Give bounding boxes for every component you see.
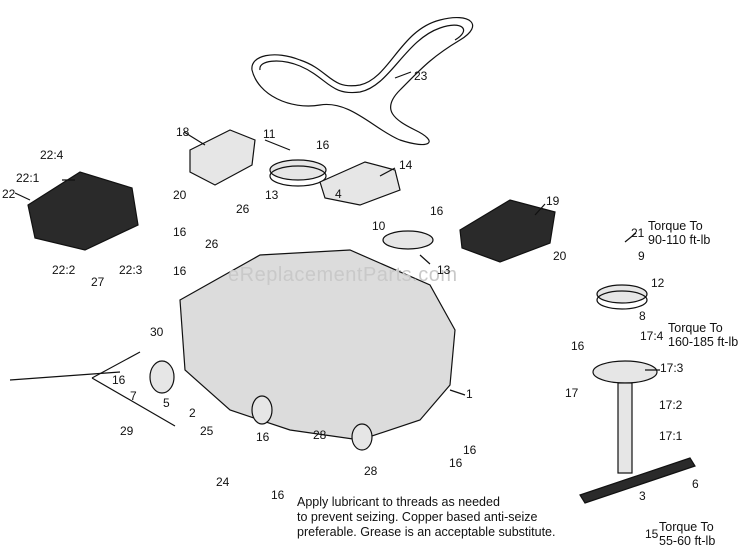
belt-cover-right-part: [459, 199, 556, 263]
callout-26: 26: [205, 237, 219, 251]
watermark-text: eReplacementParts.com: [228, 264, 458, 286]
note-line-2: to prevent seizing. Copper based anti-se…: [297, 510, 538, 524]
callout-17-1: 17:1: [659, 429, 683, 443]
callout-16: 16: [463, 443, 477, 457]
callout-17: 17: [565, 386, 579, 400]
callout-16: 16: [173, 264, 187, 278]
blade-part: [579, 457, 696, 504]
mower-deck-part: [179, 249, 456, 441]
torque-note-spindle: Torque To 160-185 ft-lb: [668, 321, 738, 349]
torque-value: 160-185 ft-lb: [668, 335, 739, 349]
callout-1: 1: [466, 387, 473, 401]
callout-25: 25: [200, 424, 214, 438]
callout-26: 26: [236, 202, 250, 216]
callout-16: 16: [112, 373, 126, 387]
callout-16: 16: [271, 488, 285, 502]
callout-16: 16: [316, 138, 330, 152]
callout-23: 23: [414, 69, 428, 83]
callout-16: 16: [256, 430, 270, 444]
callout-16: 16: [173, 225, 187, 239]
callout-19: 19: [546, 194, 560, 208]
callout-29: 29: [120, 424, 134, 438]
callout-16: 16: [571, 339, 585, 353]
callout-18: 18: [176, 125, 190, 139]
discharge-chute-part: [27, 171, 139, 251]
callout-22-4: 22:4: [40, 148, 64, 162]
callout-22: 22: [2, 187, 16, 201]
callout-20: 20: [553, 249, 567, 263]
callout-8: 8: [639, 309, 646, 323]
callout-14: 14: [399, 158, 413, 172]
callout-10: 10: [372, 219, 386, 233]
belt-part: [251, 16, 474, 146]
belt-cover-part: [189, 129, 256, 186]
torque-value: 90-110 ft-lb: [648, 233, 711, 247]
note-line-1: Apply lubricant to threads as needed: [297, 495, 500, 509]
lubricant-note: Apply lubricant to threads as needed to …: [297, 495, 555, 540]
callout-22-3: 22:3: [119, 263, 143, 277]
callout-20: 20: [173, 188, 187, 202]
callout-17-4: 17:4: [640, 329, 664, 343]
note-line-3: preferable. Grease is an acceptable subs…: [297, 525, 556, 539]
callout-9: 9: [638, 249, 645, 263]
callout-4: 4: [335, 187, 342, 201]
callout-6: 6: [692, 477, 699, 491]
callout-21: 21: [631, 226, 645, 240]
callout-2: 2: [189, 406, 196, 420]
callout-3: 3: [639, 489, 646, 503]
callout-28: 28: [364, 464, 378, 478]
torque-note-blade-bolt: Torque To 55-60 ft-lb: [659, 520, 715, 548]
callout-16: 16: [430, 204, 444, 218]
torque-value: 55-60 ft-lb: [659, 534, 716, 548]
torque-label: Torque To: [668, 321, 723, 335]
callout-17-3: 17:3: [660, 361, 684, 375]
torque-label: Torque To: [659, 520, 714, 534]
torque-note-blade-nut: Torque To 90-110 ft-lb: [648, 219, 710, 247]
callout-12: 12: [651, 276, 665, 290]
callout-13: 13: [265, 188, 279, 202]
callout-27: 27: [91, 275, 105, 289]
callout-13: 13: [437, 263, 451, 277]
callout-24: 24: [216, 475, 230, 489]
callout-22-1: 22:1: [16, 171, 40, 185]
callout-11: 11: [263, 127, 276, 141]
callout-17-2: 17:2: [659, 398, 683, 412]
callout-16: 16: [449, 456, 463, 470]
callout-22-2: 22:2: [52, 263, 76, 277]
callout-28: 28: [313, 428, 327, 442]
callout-30: 30: [150, 325, 164, 339]
callout-5: 5: [163, 396, 170, 410]
torque-label: Torque To: [648, 219, 703, 233]
callout-7: 7: [130, 389, 137, 403]
callout-15: 15: [645, 527, 659, 541]
